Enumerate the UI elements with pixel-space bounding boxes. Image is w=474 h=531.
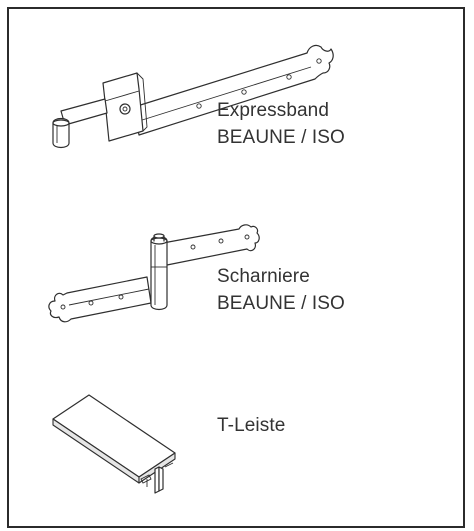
scharniere-hinge-icon [43, 221, 283, 331]
expressband-label-line-2: BEAUNE / ISO [217, 127, 345, 148]
scharniere-label: Scharniere BEAUNE / ISO [217, 263, 345, 317]
scharniere-label-line-1: Scharniere [217, 266, 310, 287]
product-panel: Expressband BEAUNE / ISO [7, 7, 465, 528]
expressband-label-line-1: Expressband [217, 100, 330, 121]
expressband-hinge-icon [39, 31, 339, 171]
t-leiste-label: T-Leiste [217, 412, 285, 439]
expressband-label: Expressband BEAUNE / ISO [217, 97, 345, 151]
scharniere-label-line-2: BEAUNE / ISO [217, 293, 345, 314]
t-leiste-profile-icon [47, 387, 197, 497]
t-leiste-label-line-1: T-Leiste [217, 415, 286, 436]
